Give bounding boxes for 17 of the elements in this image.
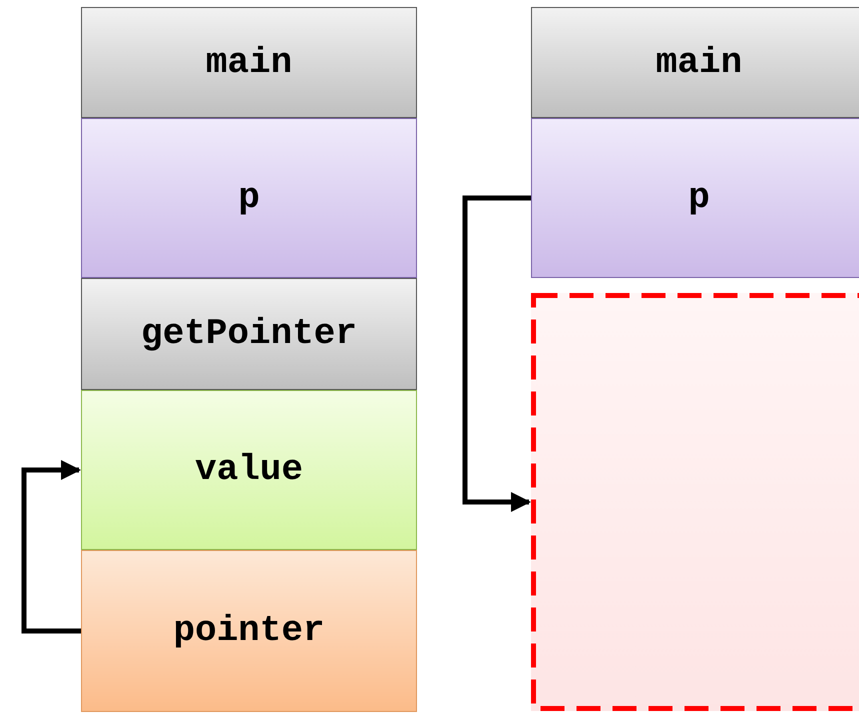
variable-label: value <box>194 452 304 488</box>
variable-label: pointer <box>173 613 325 649</box>
pointer-arrow <box>22 460 81 634</box>
stack-frame-box <box>531 7 859 118</box>
stack-frame-box <box>81 7 417 118</box>
variable-box <box>531 118 859 278</box>
variable-label: p <box>238 180 260 216</box>
variable-label: getPointer <box>140 316 358 352</box>
variable-box <box>81 550 417 712</box>
stack-frame-box <box>81 278 417 390</box>
variable-label: main <box>206 44 292 80</box>
variable-label: p <box>688 180 710 216</box>
variable-box <box>81 118 417 278</box>
pointer-arrow <box>462 196 531 512</box>
freed-memory-box <box>531 293 859 711</box>
variable-box <box>81 390 417 550</box>
variable-label: main <box>656 44 742 80</box>
